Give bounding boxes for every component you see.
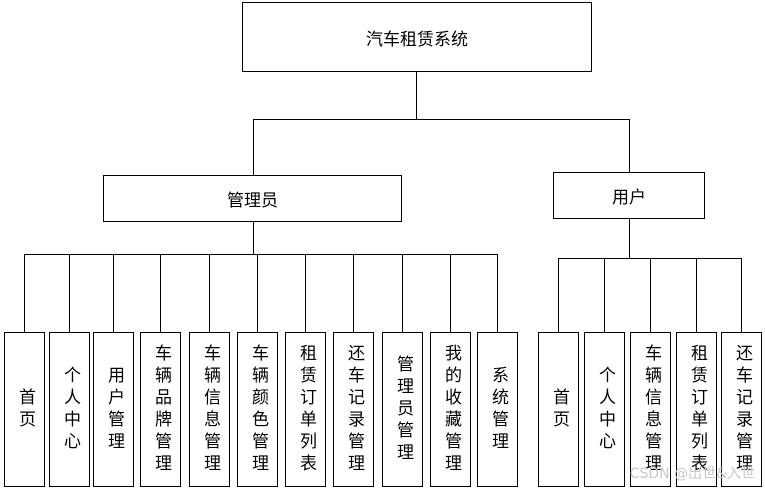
connector — [69, 254, 70, 332]
connector — [24, 254, 25, 332]
connector — [696, 258, 697, 332]
admin-leaf-return-record-management: 还车记录管理 — [333, 332, 374, 487]
admin-leaf-user-management: 用户管理 — [93, 332, 134, 487]
admin-leaf-home: 首页 — [4, 332, 45, 487]
connector — [257, 254, 258, 332]
leaf-label: 车辆品牌管理 — [151, 343, 171, 476]
root-label: 汽车租赁系统 — [366, 29, 468, 50]
connector — [604, 258, 605, 332]
connector — [113, 254, 114, 332]
branch-label: 管理员 — [227, 191, 278, 211]
leaf-label: 租赁订单列表 — [687, 343, 707, 476]
connector — [629, 119, 630, 172]
watermark-text: CSDN @出世&入世 — [629, 466, 755, 482]
connector — [450, 254, 451, 332]
connector — [416, 72, 417, 120]
user-leaf-home: 首页 — [538, 332, 579, 487]
user-leaf-vehicle-info-management: 车辆信息管理 — [630, 332, 671, 487]
leaf-label: 车辆颜色管理 — [248, 343, 268, 476]
connector — [741, 258, 742, 332]
user-leaf-personal-center: 个人中心 — [584, 332, 625, 487]
connector — [24, 254, 498, 255]
leaf-label: 管理员管理 — [393, 354, 413, 465]
connector — [558, 258, 559, 332]
leaf-label: 首页 — [549, 387, 569, 432]
leaf-label: 个人中心 — [60, 365, 80, 454]
user-leaf-return-record-management: 还车记录管理 — [721, 332, 762, 487]
connector — [629, 219, 630, 259]
connector — [209, 254, 210, 332]
branch-label: 用户 — [612, 188, 646, 208]
connector — [650, 258, 651, 332]
leaf-label: 首页 — [15, 387, 35, 432]
admin-leaf-vehicle-color-management: 车辆颜色管理 — [237, 332, 278, 487]
branch-node-admin: 管理员 — [103, 175, 402, 222]
connector — [253, 119, 254, 175]
leaf-label: 租赁订单列表 — [296, 343, 316, 476]
leaf-label: 我的收藏管理 — [441, 343, 461, 476]
admin-leaf-personal-center: 个人中心 — [49, 332, 90, 487]
leaf-label: 车辆信息管理 — [200, 343, 220, 476]
leaf-label: 个人中心 — [595, 365, 615, 454]
connector — [160, 254, 161, 332]
root-node: 汽车租赁系统 — [242, 2, 592, 72]
connector — [353, 254, 354, 332]
leaf-label: 系统管理 — [488, 365, 508, 454]
admin-leaf-my-favorites-management: 我的收藏管理 — [430, 332, 471, 487]
admin-leaf-vehicle-info-management: 车辆信息管理 — [189, 332, 230, 487]
leaf-label: 车辆信息管理 — [641, 343, 661, 476]
admin-leaf-rental-order-list: 租赁订单列表 — [285, 332, 326, 487]
user-leaf-rental-order-list: 租赁订单列表 — [676, 332, 717, 487]
connector — [253, 119, 630, 120]
branch-node-user: 用户 — [553, 172, 705, 219]
leaf-label: 还车记录管理 — [732, 343, 752, 476]
connector — [402, 254, 403, 332]
connector — [253, 222, 254, 255]
admin-leaf-admin-management: 管理员管理 — [382, 332, 423, 487]
admin-leaf-vehicle-brand-management: 车辆品牌管理 — [140, 332, 181, 487]
leaf-label: 用户管理 — [104, 365, 124, 454]
admin-leaf-system-management: 系统管理 — [477, 332, 518, 487]
connector — [305, 254, 306, 332]
connector — [497, 254, 498, 332]
leaf-label: 还车记录管理 — [344, 343, 364, 476]
